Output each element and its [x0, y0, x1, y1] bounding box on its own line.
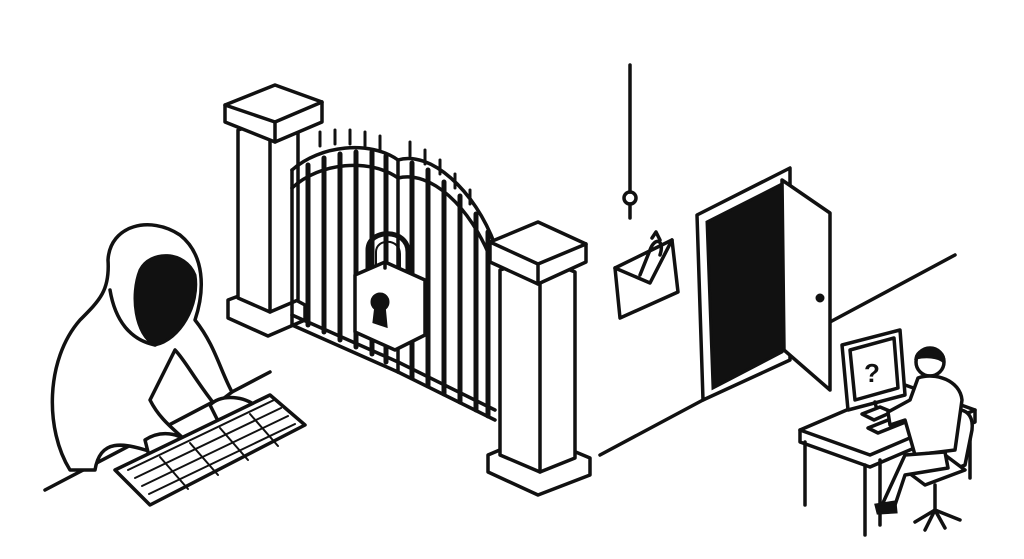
- gate-pillar-left: [223, 83, 324, 338]
- door-knob: [815, 293, 825, 303]
- envelope-icon: [613, 230, 680, 320]
- office-worker-desk: ?: [798, 328, 977, 537]
- wall-line: [828, 253, 957, 324]
- floor-line: [598, 398, 705, 457]
- keyboard: [113, 393, 307, 507]
- padlock-icon: [353, 231, 427, 352]
- open-door: [695, 166, 832, 402]
- fishing-hook-icon: [622, 63, 638, 220]
- monitor-question-mark: ?: [864, 358, 880, 388]
- gate-pillar-right: [486, 220, 592, 497]
- hood-shadow-face: [133, 254, 198, 347]
- worker-body: [886, 374, 964, 457]
- hook-in-envelope: [638, 239, 663, 277]
